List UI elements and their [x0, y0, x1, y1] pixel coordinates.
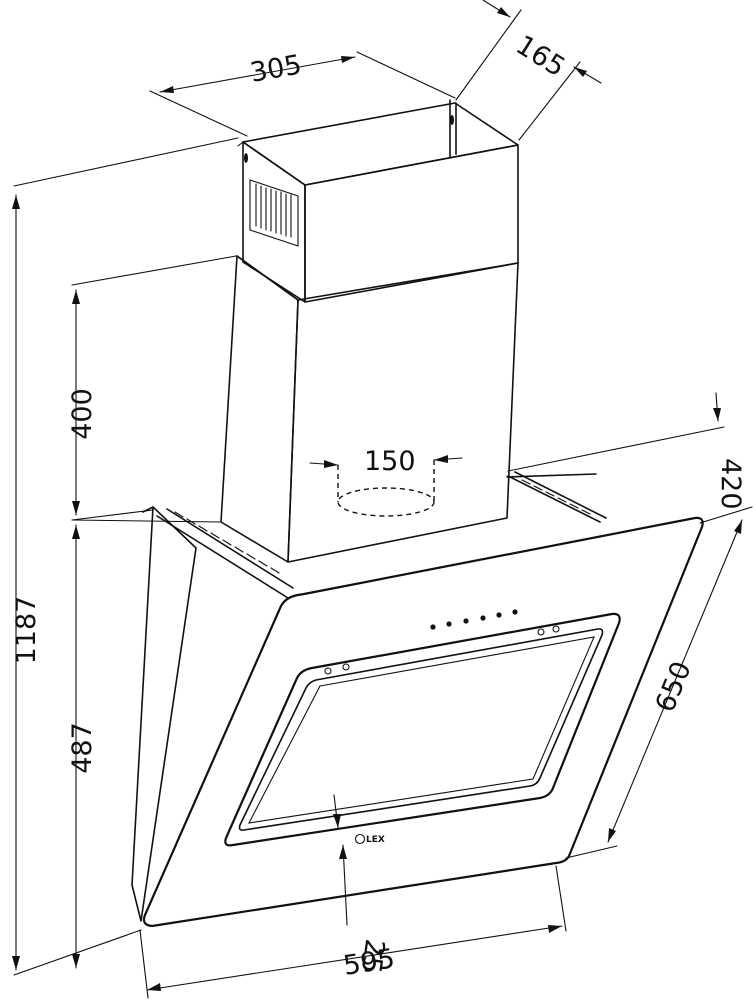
dim-label-150: 150 — [364, 446, 416, 477]
lex-logo: LEX — [354, 833, 385, 845]
dimension-400: 400 — [67, 255, 237, 523]
brand-logo-text: LEX — [366, 835, 385, 845]
vent-grille-icon — [249, 179, 299, 247]
glass-panel: LEX — [142, 516, 704, 928]
dimension-150: 150 — [309, 446, 463, 477]
button-dot[interactable] — [512, 609, 518, 615]
dim-label-305: 305 — [248, 49, 304, 88]
dimension-305: 305 — [149, 49, 456, 137]
dim-label-400: 400 — [67, 388, 98, 440]
dimension-650: 650 — [565, 506, 753, 859]
button-dot[interactable] — [446, 621, 452, 627]
control-buttons — [430, 609, 518, 630]
dimension-1187: 1187 — [11, 137, 239, 976]
hood-body — [131, 471, 607, 922]
dimension-595: 595 — [139, 865, 567, 999]
dim-label-595: 595 — [341, 943, 397, 982]
dim-label-650: 650 — [650, 657, 698, 716]
duct-slot-right — [450, 115, 454, 125]
duct-slot-left — [244, 153, 248, 163]
button-dot[interactable] — [463, 618, 469, 624]
dimension-25: 25 — [333, 794, 390, 975]
button-dot[interactable] — [480, 615, 486, 621]
button-dot[interactable] — [496, 612, 502, 618]
dimension-420: 420 — [507, 392, 746, 510]
dim-label-1187: 1187 — [11, 596, 42, 665]
outlet-circle — [337, 460, 435, 517]
dimension-487: 487 — [67, 509, 154, 969]
dim-label-487: 487 — [67, 722, 98, 774]
dim-label-25: 25 — [355, 937, 390, 975]
dim-label-420: 420 — [715, 458, 746, 510]
chimney-duct — [220, 99, 519, 563]
dim-label-165: 165 — [510, 30, 570, 84]
button-dot[interactable] — [430, 624, 436, 630]
